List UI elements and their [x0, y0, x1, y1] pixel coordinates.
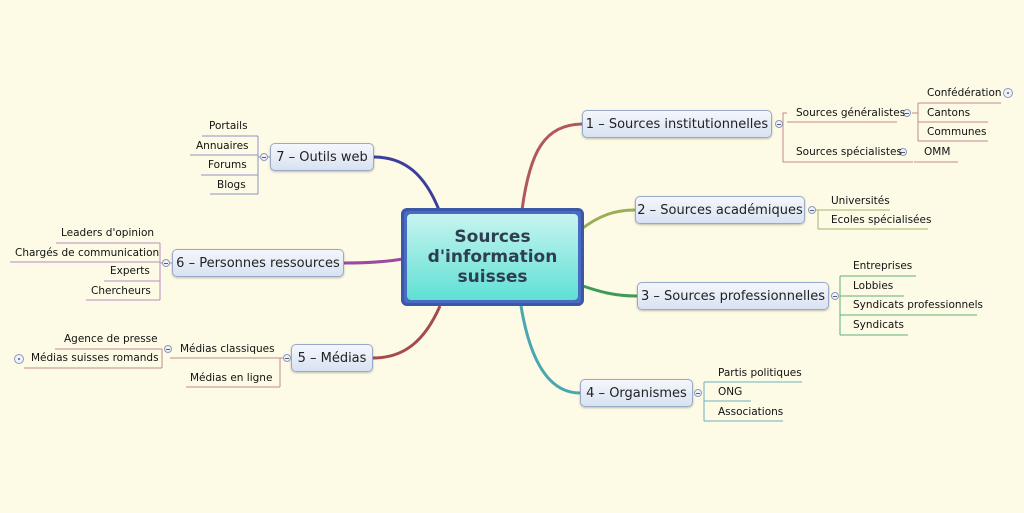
branch-personnes-ressources[interactable]: 6 – Personnes ressources	[172, 249, 344, 277]
branch-organismes[interactable]: 4 – Organismes	[580, 379, 693, 407]
branch-5-lines	[24, 348, 290, 388]
collapse-toggle-icon[interactable]	[831, 292, 839, 300]
branch-outils-web[interactable]: 7 – Outils web	[270, 143, 374, 171]
collapse-toggle-icon[interactable]	[775, 120, 783, 128]
branch-sources-academiques[interactable]: 2 – Sources académiques	[635, 196, 805, 224]
subtopic-medias-classiques[interactable]: Médias classiques	[180, 343, 275, 355]
leaf-medias-suisses-romands[interactable]: Médias suisses romands	[31, 352, 159, 364]
leaf-confederation[interactable]: Confédération	[927, 87, 1002, 99]
subtopic-medias-en-ligne[interactable]: Médias en ligne	[190, 372, 273, 384]
subtopic-sources-specialistes[interactable]: Sources spécialistes	[796, 146, 902, 158]
leaf-ong[interactable]: ONG	[718, 386, 743, 398]
leaf-cantons[interactable]: Cantons	[927, 107, 971, 119]
connector-branch-5	[372, 305, 442, 360]
leaf-experts[interactable]: Experts	[110, 265, 150, 277]
connector-branch-2	[579, 208, 636, 232]
subtopic-sources-generalistes[interactable]: Sources généralistes	[796, 107, 906, 119]
connector-branch-3	[579, 283, 638, 298]
central-topic-label: Sources d'information suisses	[427, 227, 558, 287]
leaf-annuaires[interactable]: Annuaires	[196, 140, 249, 152]
leaf-partis-politiques[interactable]: Partis politiques	[718, 367, 802, 379]
branch-medias[interactable]: 5 – Médias	[291, 344, 373, 372]
branch-3-lines	[839, 275, 977, 336]
expand-toggle-icon[interactable]	[1003, 88, 1013, 98]
collapse-toggle-icon[interactable]	[903, 109, 911, 117]
branch-sources-institutionnelles[interactable]: 1 – Sources institutionnelles	[582, 110, 772, 138]
leaf-associations[interactable]: Associations	[718, 406, 784, 418]
leaf-universites[interactable]: Universités	[831, 195, 890, 207]
leaf-leaders-d-opinion[interactable]: Leaders d'opinion	[61, 227, 155, 239]
connector-branch-7	[373, 155, 441, 211]
leaf-agence-de-presse[interactable]: Agence de presse	[64, 333, 158, 345]
branch-1-lines	[776, 102, 1001, 163]
leaf-communes[interactable]: Communes	[927, 126, 987, 138]
collapse-toggle-icon[interactable]	[260, 153, 268, 161]
branch-sources-professionnelles[interactable]: 3 – Sources professionnelles	[637, 282, 829, 310]
connector-branch-6	[343, 257, 404, 265]
collapse-toggle-icon[interactable]	[694, 389, 702, 397]
leaf-chercheurs[interactable]: Chercheurs	[91, 285, 151, 297]
expand-toggle-icon[interactable]	[14, 354, 24, 364]
leaf-omm[interactable]: OMM	[924, 146, 951, 158]
connector-branch-4	[519, 305, 581, 395]
collapse-toggle-icon[interactable]	[162, 259, 170, 267]
leaf-syndicats[interactable]: Syndicats	[853, 319, 904, 331]
central-topic[interactable]: Sources d'information suisses	[401, 208, 584, 306]
collapse-toggle-icon[interactable]	[164, 345, 172, 353]
connector-branch-1	[520, 122, 583, 211]
leaf-entreprises[interactable]: Entreprises	[853, 260, 913, 272]
collapse-toggle-icon[interactable]	[899, 148, 907, 156]
leaf-charges-de-communication[interactable]: Chargés de communication	[15, 247, 160, 259]
leaf-forums[interactable]: Forums	[208, 159, 247, 171]
leaf-syndicats-professionnels[interactable]: Syndicats professionnels	[853, 299, 984, 311]
branch-4-lines	[703, 381, 802, 422]
leaf-ecoles-specialisees[interactable]: Ecoles spécialisées	[831, 214, 932, 226]
leaf-portails[interactable]: Portails	[209, 120, 248, 132]
collapse-toggle-icon[interactable]	[283, 354, 291, 362]
collapse-toggle-icon[interactable]	[808, 206, 816, 214]
leaf-blogs[interactable]: Blogs	[217, 179, 246, 191]
leaf-lobbies[interactable]: Lobbies	[853, 280, 894, 292]
